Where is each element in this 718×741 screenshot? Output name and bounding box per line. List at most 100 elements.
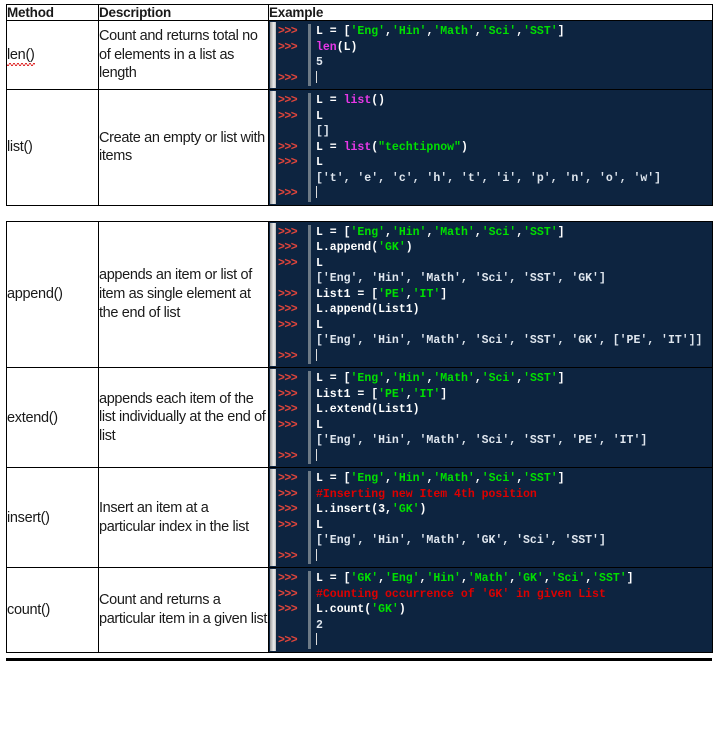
prompt-marker: >>> (278, 187, 298, 200)
prompt-marker: >>> (278, 94, 298, 107)
prompt-marker: >>> (278, 318, 298, 332)
code-token-str: 'Sci' (481, 472, 517, 485)
code-token-txt: , (405, 387, 413, 401)
shell-code (316, 348, 711, 365)
python-shell[interactable]: >>>L = ['Eng','Hin','Math','Sci','SST']>… (269, 221, 712, 367)
shell-body[interactable]: >>>L = ['Eng','Hin','Math','Sci','SST']>… (276, 223, 711, 367)
shell-body[interactable]: >>>L = ['Eng','Hin','Math','Sci','SST']>… (276, 22, 711, 88)
shell-margin-bar (308, 548, 311, 564)
cell-example: >>>L = list()>>>L>>>[]>>>L = list("techt… (268, 89, 713, 206)
shell-line: >>> (276, 186, 711, 202)
code-token-str: "techtipnow" (378, 140, 461, 154)
cell-example: >>>L = ['Eng','Hin','Math','Sci','SST']>… (268, 20, 713, 90)
shell-body[interactable]: >>>L = list()>>>L>>>[]>>>L = list("techt… (276, 91, 711, 204)
shell-code: L = ['GK','Eng','Hin','Math','GK','Sci',… (316, 571, 711, 587)
code-token-out: ['Eng', 'Hin', 'Math', 'Sci', 'SST', 'GK… (316, 334, 703, 347)
shell-body[interactable]: >>>L = ['GK','Eng','Hin','Math','GK','Sc… (276, 569, 711, 651)
prompt-marker: >>> (278, 587, 298, 601)
shell-margin-bar (308, 333, 311, 349)
code-token-txt: L (316, 256, 323, 270)
code-token-txt: , (516, 472, 524, 485)
shell-code: L.append('GK') (316, 240, 711, 256)
shell-line: >>>L = ['GK','Eng','Hin','Math','GK','Sc… (276, 571, 711, 587)
code-token-txt: L (316, 418, 323, 432)
shell-code: ['Eng', 'Hin', 'Math', 'Sci', 'SST', 'GK… (316, 333, 711, 349)
code-token-str: 'GK' (516, 572, 544, 585)
shell-line: >>>#Inserting new Item 4th position (276, 486, 711, 502)
code-token-txt: , (378, 572, 386, 585)
shell-scrollbar[interactable] (270, 569, 276, 651)
shell-line: >>>L = list() (276, 93, 711, 109)
shell-code: L = ['Eng','Hin','Math','Sci','SST'] (316, 371, 711, 387)
prompt-spacer: >>> (276, 55, 308, 71)
python-shell[interactable]: >>> L = ['Eng','Hin','Math','Sci','SST'] >… (269, 368, 712, 467)
code-token-txt: ) (398, 603, 406, 616)
shell-code: L.count('GK') (316, 602, 711, 618)
table-body-part1: len()Count and returns total no of eleme… (6, 20, 713, 206)
shell-code: len(L) (316, 40, 711, 56)
prompt-marker: >>> (278, 349, 298, 363)
shell-line: >>>L (276, 417, 711, 433)
shell-code: L.append(List1) (316, 302, 711, 318)
table-row: list()Create an empty or list with items… (6, 89, 713, 206)
cell-description: Insert an item at a particular index in … (98, 467, 269, 568)
code-token-str: 'Math' (433, 372, 475, 385)
shell-margin-bar (308, 255, 311, 271)
python-shell[interactable]: >>>L = list()>>>L>>>[]>>>L = list("techt… (269, 90, 712, 205)
prompt-spacer: >>> (276, 171, 308, 187)
shell-line: >>>['Eng', 'Hin', 'Math', 'Sci', 'SST', … (276, 271, 711, 287)
prompt-marker: >>> (278, 449, 298, 463)
shell-scrollbar[interactable] (270, 469, 276, 566)
cell-method-count: count() (6, 567, 99, 653)
code-token-str: 'PE' (378, 287, 406, 301)
code-token-txt: , (460, 572, 468, 585)
python-shell[interactable]: >>>L = ['Eng','Hin','Math','Sci','SST']>… (269, 468, 712, 567)
code-token-txt: ] (557, 472, 565, 485)
prompt-marker: >>> (278, 487, 298, 501)
shell-scrollbar[interactable] (270, 91, 276, 204)
code-token-str: 'Hin' (391, 225, 427, 239)
text-caret (316, 70, 317, 83)
shell-margin-bar (308, 348, 311, 364)
code-token-txt: L.extend(List1) (316, 403, 420, 416)
table-body-part2: append()appends an item or list of item … (6, 220, 713, 653)
shell-line: >>> (276, 633, 711, 649)
shell-margin-bar (308, 586, 311, 602)
shell-code: [] (316, 124, 711, 140)
shell-body[interactable]: >>>L = ['Eng','Hin','Math','Sci','SST']>… (276, 469, 711, 566)
shell-margin-bar (308, 502, 311, 518)
code-token-str: 'SST' (592, 572, 627, 585)
table-row: count()Count and returns a particular it… (6, 567, 713, 653)
code-token-str: 'Math' (433, 472, 475, 485)
table-row: extend()appends each item of the list in… (6, 367, 713, 468)
code-token-txt: , (474, 372, 482, 385)
code-token-out: [] (316, 125, 330, 138)
shell-line: >>>L.append('GK') (276, 240, 711, 256)
shell-code: #Counting occurrence of 'GK' in given Li… (316, 587, 711, 603)
header-row: Method Description Example (6, 4, 713, 21)
shell-margin-bar (308, 24, 311, 40)
code-token-txt: ) (419, 503, 427, 516)
code-token-str: 'PE' (378, 387, 406, 401)
code-token-txt: L = [ (316, 572, 351, 585)
cell-description: Create an empty or list with items (98, 89, 269, 206)
method-name: extend() (7, 409, 58, 426)
prompt-marker: >>> (278, 503, 298, 516)
shell-code: L (316, 318, 711, 334)
shell-scrollbar[interactable] (270, 222, 276, 366)
code-token-str: 'Sci' (481, 225, 517, 239)
shell-code: L = ['Eng','Hin','Math','Sci','SST'] (316, 24, 711, 40)
shell-margin-bar (308, 124, 311, 140)
header-example: Example (268, 4, 713, 21)
python-shell[interactable]: >>>L = ['Eng','Hin','Math','Sci','SST']>… (269, 21, 712, 89)
shell-body[interactable]: >>> L = ['Eng','Hin','Math','Sci','SST'] >… (276, 369, 711, 466)
shell-scrollbar[interactable] (270, 369, 276, 466)
code-token-txt: , (419, 572, 427, 585)
code-token-txt: List1 = [ (316, 287, 379, 301)
python-shell[interactable]: >>>L = ['GK','Eng','Hin','Math','GK','Sc… (269, 568, 712, 652)
code-token-str: 'Eng' (350, 472, 386, 485)
shell-code: L (316, 109, 711, 125)
shell-line: >>>L (276, 255, 711, 271)
shell-scrollbar[interactable] (270, 22, 276, 88)
code-token-out: 2 (316, 618, 323, 632)
